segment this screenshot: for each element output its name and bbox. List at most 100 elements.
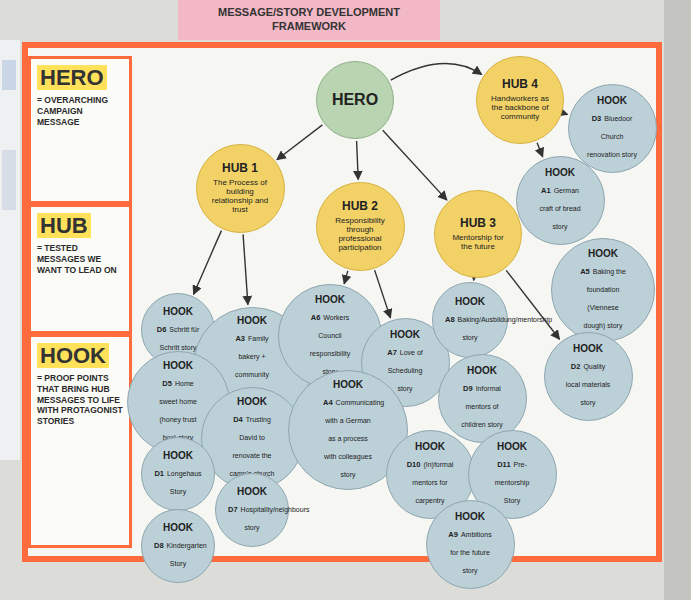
circle-text: HOOKD4Trusting David to renovate the cam…: [228, 396, 276, 480]
story-title: Kindergarten Story: [167, 542, 207, 567]
hook-label: HOOK: [578, 248, 628, 260]
hook-label: HOOK: [405, 441, 455, 453]
connector-arrow: [537, 143, 543, 157]
story-code: D6: [157, 325, 167, 334]
legend-box: HERO = OVERARCHING CAMPAIGN MESSAGE: [28, 56, 132, 204]
story-title: Communicating with a German as a process…: [324, 399, 384, 478]
notice-patch: [2, 150, 16, 210]
legend-definition: = OVERARCHING CAMPAIGN MESSAGE: [37, 95, 123, 127]
hook-label: HOOK: [457, 365, 507, 377]
connector-arrow: [473, 278, 475, 280]
legend-definition: = PROOF POINTS THAT BRING HUB MESSAGES T…: [37, 373, 123, 426]
hook-circle: HOOKD7Hospitality/neighbours story: [215, 473, 289, 547]
legend-term: HUB: [37, 213, 91, 238]
circle-text: HUB 4 Handworkers as the backbone of comm…: [489, 78, 552, 121]
circle-text: HOOKD6Schritt für Schritt story: [154, 306, 202, 354]
circle-text: HOOKD9Informal mentors of children story: [457, 365, 507, 431]
story-code: D7: [228, 505, 238, 514]
circle-text: HOOKA8Baking/Ausbildung/mentorship story: [445, 296, 495, 344]
legend-box: HUB = TESTED MESSAGES WE WANT TO LEAD ON: [28, 204, 132, 334]
story-code: D11: [497, 460, 510, 469]
hook-circle: HOOKD2Quality local materials story: [544, 332, 633, 421]
circle-text: HOOK D1Longehaus Story: [154, 450, 202, 498]
hub-circle: HUB 3 Mentorship for the future: [434, 190, 522, 278]
hook-label: HOOK: [487, 441, 537, 453]
hub-circle: HUB 1The Process of building relationshi…: [196, 144, 285, 233]
hook-circle: HOOK A5Baking the foundation (Viennese do…: [551, 238, 655, 342]
legend-definition: = TESTED MESSAGES WE WANT TO LEAD ON: [37, 243, 123, 275]
circle-text: HOOKA4Communicating with a German as a p…: [323, 379, 373, 481]
legend-term: HERO: [37, 65, 107, 90]
circle-text: HOOKA9Ambitions for the future story: [445, 511, 495, 577]
hub-message: Responsibility through professional part…: [329, 216, 392, 253]
story-code: A4: [323, 398, 333, 407]
legend-term: HOOK: [37, 343, 109, 368]
notice-patch: [2, 60, 16, 90]
connector-arrow: [194, 231, 222, 295]
circle-text: HOOKD10(In)formal mentors for carpentry: [405, 441, 455, 507]
hook-label: HOOK: [305, 294, 355, 306]
hook-circle: HOOKA8Baking/Ausbildung/mentorship story: [432, 282, 508, 358]
hero-label: HERO: [327, 91, 383, 109]
story-title: Baking the foundation (Viennese dough) s…: [584, 268, 626, 329]
story-code: D8: [154, 541, 164, 550]
connector-arrow: [375, 270, 391, 318]
circle-text: HOOKD11Pre-mentorship Story: [487, 441, 537, 507]
hub-circle: HUB 4 Handworkers as the backbone of comm…: [476, 56, 564, 144]
circle-text: HUB 1The Process of building relationshi…: [209, 162, 272, 215]
circle-text: HUB 2 Responsibility through professional…: [329, 200, 392, 253]
connector-arrow: [391, 64, 482, 81]
hub-message: Mentorship for the future: [447, 233, 510, 251]
story-code: A8: [445, 315, 455, 324]
poster-sheet: [25, 45, 659, 559]
legend-box: HOOK = PROOF POINTS THAT BRING HUB MESSAG…: [28, 334, 132, 548]
story-code: A7: [387, 348, 397, 357]
connector-arrow: [344, 271, 348, 284]
circle-text: HOOKD8Kindergarten Story: [154, 522, 202, 570]
circle-text: HOOKD7Hospitality/neighbours story: [228, 486, 276, 534]
hub-message: The Process of building relationship and…: [209, 178, 272, 215]
story-code: A9: [448, 530, 458, 539]
hook-label: HOOK: [563, 343, 613, 355]
connector-arrow: [564, 113, 568, 114]
title-note: MESSAGE/STORY DEVELOPMENT FRAMEWORK: [178, 0, 440, 40]
circle-text: HOOKD2Quality local materials story: [563, 343, 613, 409]
hook-label: HOOK: [154, 522, 202, 534]
hook-label: HOOK: [535, 167, 585, 179]
story-title: Longehaus Story: [167, 470, 202, 495]
connector-arrow: [383, 130, 447, 200]
story-code: D2: [571, 362, 581, 371]
hook-label: HOOK: [323, 379, 373, 391]
story-title: Trusting David to renovate the camp's ch…: [230, 416, 275, 477]
hub-message: Handworkers as the backbone of community: [489, 94, 552, 122]
hub-label: HUB 2: [329, 200, 392, 214]
hook-label: HOOK: [445, 511, 495, 523]
hook-label: HOOK: [154, 360, 202, 372]
hub-label: HUB 4: [489, 78, 552, 92]
circle-text: HERO: [327, 91, 383, 109]
story-code: D1: [154, 469, 164, 478]
hub-circle: HUB 2 Responsibility through professional…: [316, 182, 405, 271]
board-edge: [664, 0, 691, 600]
notice-sheet: [0, 40, 20, 460]
hook-circle: HOOKD3Bluedoor Church renovation story: [568, 84, 657, 173]
story-code: D3: [592, 114, 602, 123]
story-code: A1: [541, 186, 551, 195]
story-title: Home sweet home (honey trust box) story: [159, 380, 197, 441]
hook-label: HOOK: [154, 450, 202, 462]
story-code: D4: [233, 415, 243, 424]
hook-label: HOOK: [228, 315, 276, 327]
hook-circle: HOOK D8Kindergarten Story: [141, 509, 215, 583]
story-title: Workers Council responsibility story: [310, 314, 350, 375]
hub-label: HUB 3: [447, 217, 510, 231]
story-code: A5: [580, 267, 590, 276]
story-code: A3: [235, 334, 245, 343]
story-code: D5: [162, 379, 172, 388]
hook-label: HOOK: [154, 306, 202, 318]
story-code: D9: [463, 384, 473, 393]
circle-text: HOOKA6Workers Council responsibility sto…: [305, 294, 355, 378]
circle-text: HOOK A5Baking the foundation (Viennese do…: [578, 248, 628, 332]
hook-circle: HOOKA1German craft of bread story: [516, 156, 605, 245]
connector-arrow: [277, 125, 323, 160]
connector-arrow: [243, 234, 248, 304]
